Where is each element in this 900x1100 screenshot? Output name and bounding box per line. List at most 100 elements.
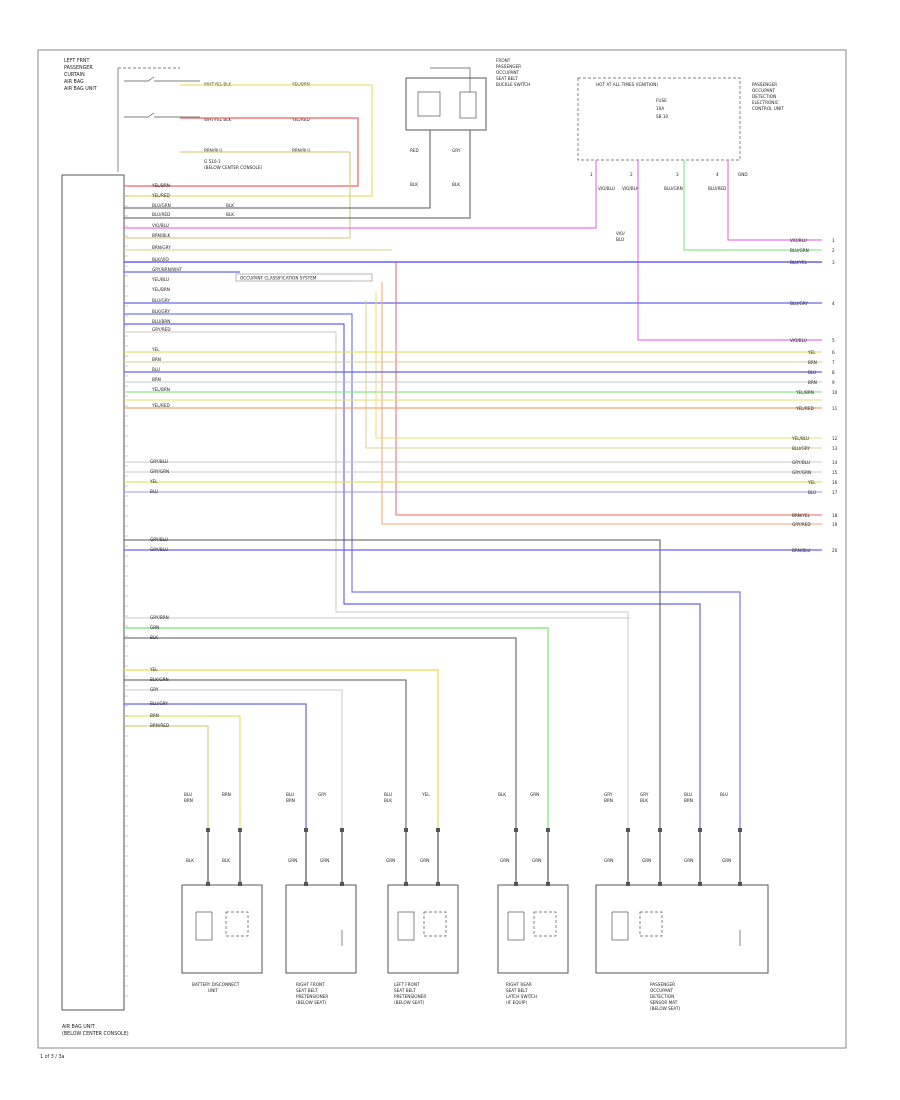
diagram-frame [37, 49, 847, 1049]
wire-blue-down-3 [124, 331, 629, 830]
wire-low-7 [124, 703, 307, 830]
battery-disconnect-unit: BLU BRN BRN BLK BLK BATTERY DISCONNECT U… [181, 792, 263, 993]
footer-code: 1 of 3 / 3a [40, 1054, 64, 1060]
svg-text:BRN: BRN [222, 792, 231, 797]
svg-text:(BELOW CENTER CONSOLE): (BELOW CENTER CONSOLE) [62, 1031, 129, 1037]
svg-text:LEFT FRONT: LEFT FRONT [394, 982, 420, 987]
svg-text:BLU/GRN: BLU/GRN [664, 186, 683, 191]
svg-text:AIR BAG UNIT: AIR BAG UNIT [62, 1024, 95, 1030]
svg-text:YEL/BLU: YEL/BLU [151, 277, 169, 282]
svg-text:YEL: YEL [807, 480, 816, 485]
svg-text:20: 20 [832, 548, 838, 553]
svg-text:BRN: BRN [150, 713, 159, 718]
svg-text:6: 6 [832, 350, 835, 355]
svg-text:GRY: GRY [318, 792, 327, 797]
svg-text:8: 8 [832, 370, 835, 375]
wire-green-3 [683, 160, 822, 251]
passenger-detection-control-unit: HOT AT ALL TIMES (IGNITION) FUSE 10A SB … [577, 77, 784, 242]
svg-text:GRN: GRN [150, 625, 159, 630]
front-passenger-buckle-switch: FRONT PASSENGER OCCUPANT SEAT BELT BUCKL… [405, 58, 530, 187]
svg-text:BLK: BLK [186, 858, 194, 863]
svg-text:BLK: BLK [150, 635, 158, 640]
svg-text:FUSE: FUSE [656, 98, 667, 103]
svg-text:2: 2 [832, 248, 835, 253]
svg-text:DETECTION: DETECTION [752, 94, 776, 99]
svg-text:YEL/BRN: YEL/BRN [151, 287, 170, 292]
svg-text:BRN: BRN [604, 798, 613, 803]
svg-text:1: 1 [590, 172, 593, 177]
svg-text:1: 1 [832, 238, 835, 243]
svg-text:PRETENSIONER: PRETENSIONER [296, 994, 328, 999]
svg-text:VIO/BLK: VIO/BLK [622, 186, 639, 191]
svg-text:BLU/GRN: BLU/GRN [152, 203, 171, 208]
svg-text:ELECTRONIC: ELECTRONIC [752, 100, 779, 105]
svg-text:YEL/RED: YEL/RED [795, 406, 814, 411]
svg-text:RIGHT REAR: RIGHT REAR [506, 982, 532, 987]
svg-text:OCCUPANT: OCCUPANT [752, 88, 775, 93]
svg-text:YEL/BRN: YEL/BRN [151, 387, 170, 392]
svg-text:PASSENGER: PASSENGER [64, 65, 93, 71]
svg-text:GRY/BLU: GRY/BLU [150, 459, 168, 464]
wire-mid-5 [124, 539, 661, 830]
svg-text:GRN: GRN [386, 858, 395, 863]
svg-text:BLK/VIO: BLK/VIO [152, 257, 169, 262]
svg-text:GRN: GRN [604, 858, 613, 863]
wire-tan-top [124, 151, 351, 239]
svg-text:GRY: GRY [640, 792, 649, 797]
svg-text:YEL: YEL [149, 479, 158, 484]
upper-inner-b: BLK [226, 212, 234, 217]
svg-text:GRY/BRN: GRY/BRN [150, 615, 169, 620]
svg-text:BLK/GRY: BLK/GRY [152, 309, 170, 314]
svg-text:GRN: GRN [500, 858, 509, 863]
svg-text:BATTERY DISCONNECT: BATTERY DISCONNECT [192, 982, 240, 987]
svg-text:17: 17 [832, 490, 838, 495]
svg-text:VIO/: VIO/ [616, 231, 625, 236]
svg-text:BRN: BRN [808, 380, 817, 385]
svg-text:BRN: BRN [184, 798, 193, 803]
svg-text:BLU/GRY: BLU/GRY [790, 301, 808, 306]
svg-text:BRN: BRN [684, 798, 693, 803]
right-wire-labels: VIO/BLU 1 BLU/GRN 2 BLU/YEL 3 BLU/GRY 4 … [790, 238, 838, 411]
svg-text:GRN: GRN [320, 858, 329, 863]
svg-text:BLU: BLU [808, 370, 816, 375]
right-front-seat-belt-pretensioner: BLU BRN GRY GRN GRN RIGHT FRONT SEAT BEL… [285, 792, 357, 1005]
svg-text:BLU: BLU [150, 489, 158, 494]
svg-text:LATCH SWITCH: LATCH SWITCH [506, 994, 537, 999]
svg-text:3: 3 [832, 260, 835, 265]
svg-text:YEL: YEL [807, 350, 816, 355]
svg-text:BRN: BRN [808, 360, 817, 365]
svg-text:GRN: GRN [420, 858, 429, 863]
svg-text:5: 5 [832, 338, 835, 343]
svg-text:BLU: BLU [616, 237, 624, 242]
svg-text:LEFT FRNT: LEFT FRNT [64, 58, 90, 64]
svg-text:BLU/RED: BLU/RED [708, 186, 726, 191]
svg-text:BLK: BLK [222, 858, 230, 863]
connector-band: OCCUPANT CLASSIFICATION SYSTEM [235, 273, 373, 282]
wire-low-8 [124, 715, 241, 830]
svg-text:GRY/RED: GRY/RED [792, 522, 811, 527]
wire-low-5 [124, 679, 407, 830]
svg-text:GRY/BLU: GRY/BLU [792, 460, 810, 465]
svg-text:YEL/BRN: YEL/BRN [151, 183, 170, 188]
svg-text:15: 15 [832, 470, 838, 475]
lower-left-labels: GRY/BRN GRN BLK YEL BLK/GRN GRY BLU/GRY … [149, 615, 169, 728]
wire-front-switch-2 [124, 130, 471, 219]
svg-text:GND: GND [738, 172, 748, 177]
svg-text:BLK/GRN: BLK/GRN [150, 677, 169, 682]
svg-text:4: 4 [832, 301, 835, 306]
svg-text:VIO/BLU: VIO/BLU [152, 223, 169, 228]
svg-text:SENSOR MAT: SENSOR MAT [650, 1000, 678, 1005]
svg-text:GRY/GRN: GRY/GRN [792, 470, 811, 475]
svg-text:CURTAIN: CURTAIN [64, 72, 85, 78]
svg-text:DETECTION: DETECTION [650, 994, 674, 999]
svg-text:11: 11 [832, 406, 838, 411]
wire-yellow-top [124, 84, 373, 197]
svg-text:BRN/BLK: BRN/BLK [152, 233, 171, 238]
connector-pin [546, 828, 550, 832]
left-pin-labels: YEL/BRN YEL/RED BLU/GRN BLU/RED VIO/BLU … [151, 183, 182, 408]
connector-pin [238, 828, 242, 832]
connector-pin [340, 828, 344, 832]
svg-text:BLU: BLU [720, 792, 728, 797]
svg-text:SEAT BELT: SEAT BELT [506, 988, 528, 993]
svg-text:BLU/GRY: BLU/GRY [152, 298, 170, 303]
